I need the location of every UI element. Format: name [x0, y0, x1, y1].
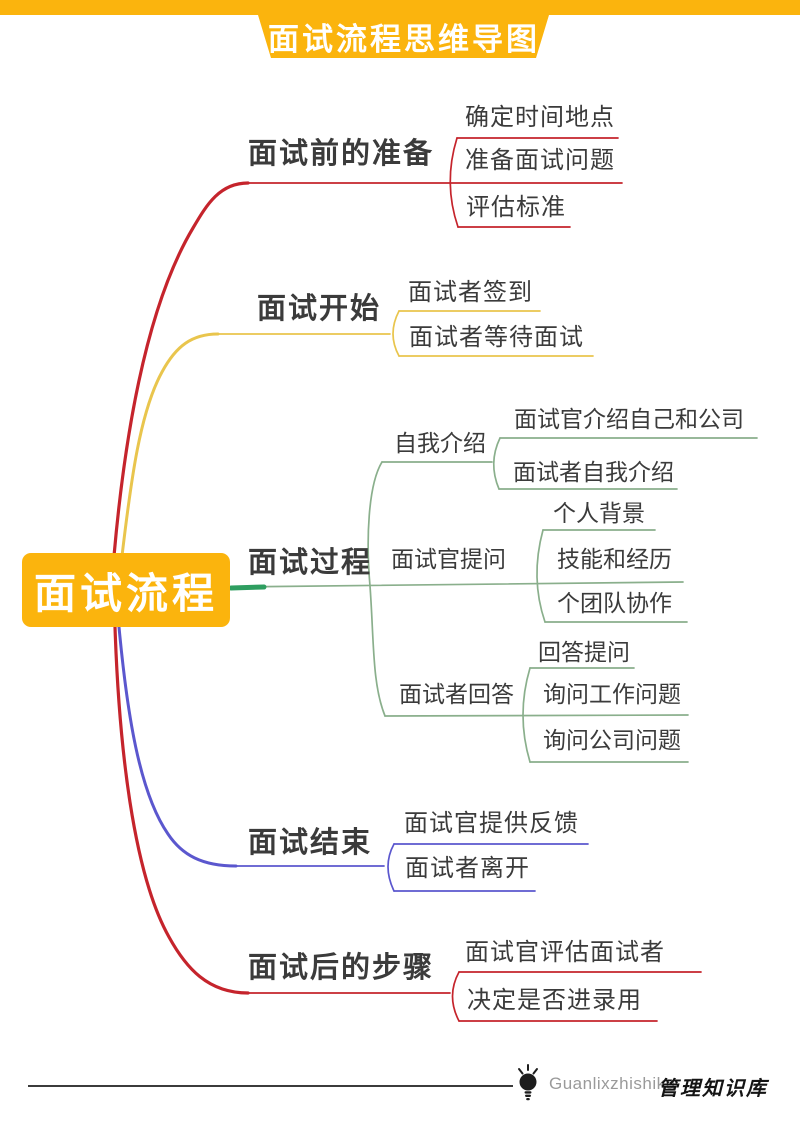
brand-name-chinese: 管理知识库	[658, 1076, 768, 1100]
node-label: 面试者回答	[399, 681, 514, 707]
lightbulb-icon	[518, 1064, 538, 1101]
brand-name-latin: Guanlixzhishiku	[549, 1074, 676, 1093]
page-title: 面试流程思维导图	[268, 21, 540, 57]
node-label: 面试官介绍自己和公司	[514, 406, 744, 432]
node-label: 面试者离开	[405, 855, 530, 882]
node-label: 面试者等待面试	[409, 324, 584, 351]
node-label: 自我介绍	[394, 430, 486, 456]
node-label: 面试者自我介绍	[513, 459, 674, 485]
branch-preparation-label: 面试前的准备	[248, 138, 435, 170]
banner-ribbon	[0, 0, 800, 58]
branch-end-brace	[387, 843, 395, 892]
self-intro-brace	[492, 437, 501, 490]
banner-shape	[0, 0, 800, 58]
branch-process-underline	[229, 581, 684, 588]
branch-preparation-lines	[112, 137, 623, 558]
branch-after-curve	[113, 625, 250, 995]
branch-preparation-curve	[112, 181, 250, 558]
branch-process-stub	[228, 584, 267, 591]
node-label: 面试官提问	[391, 546, 506, 572]
node-label: 面试官评估面试者	[465, 939, 665, 966]
candidate-answers-underline	[384, 714, 689, 717]
branch-after-lines	[113, 625, 702, 1022]
node-label: 评估标准	[466, 194, 566, 221]
node-label: 技能和经历	[557, 546, 672, 572]
branch-process-brace	[367, 461, 386, 717]
branch-after-label: 面试后的步骤	[248, 952, 435, 984]
node-label: 决定是否进录用	[467, 987, 642, 1014]
node-label: 询问工作问题	[543, 681, 681, 707]
branch-start-brace	[392, 310, 400, 357]
branch-start-lines	[120, 310, 594, 558]
branch-process-label: 面试过程	[248, 547, 373, 579]
branch-after-brace	[451, 971, 460, 1022]
node-label: 个团队协作	[557, 590, 672, 616]
branch-end-curve	[117, 625, 238, 868]
branch-process-lines	[228, 437, 758, 763]
node-label: 面试者签到	[408, 279, 533, 306]
interviewer-questions-brace	[536, 529, 546, 623]
node-label: 询问公司问题	[543, 727, 681, 753]
candidate-answers-brace	[522, 667, 531, 763]
branch-start-label: 面试开始	[257, 293, 382, 325]
node-label: 确定时间地点	[465, 104, 615, 131]
branch-end-lines	[117, 625, 589, 892]
footer-divider	[28, 1085, 513, 1087]
node-label: 面试官提供反馈	[404, 810, 579, 837]
branch-start-curve	[120, 332, 220, 558]
branch-preparation-brace	[449, 137, 459, 228]
branch-end-label: 面试结束	[248, 827, 373, 859]
node-label: 回答提问	[538, 639, 630, 665]
root-node: 面试流程	[22, 553, 230, 627]
node-label: 准备面试问题	[465, 147, 615, 174]
node-label: 个人背景	[553, 500, 645, 526]
